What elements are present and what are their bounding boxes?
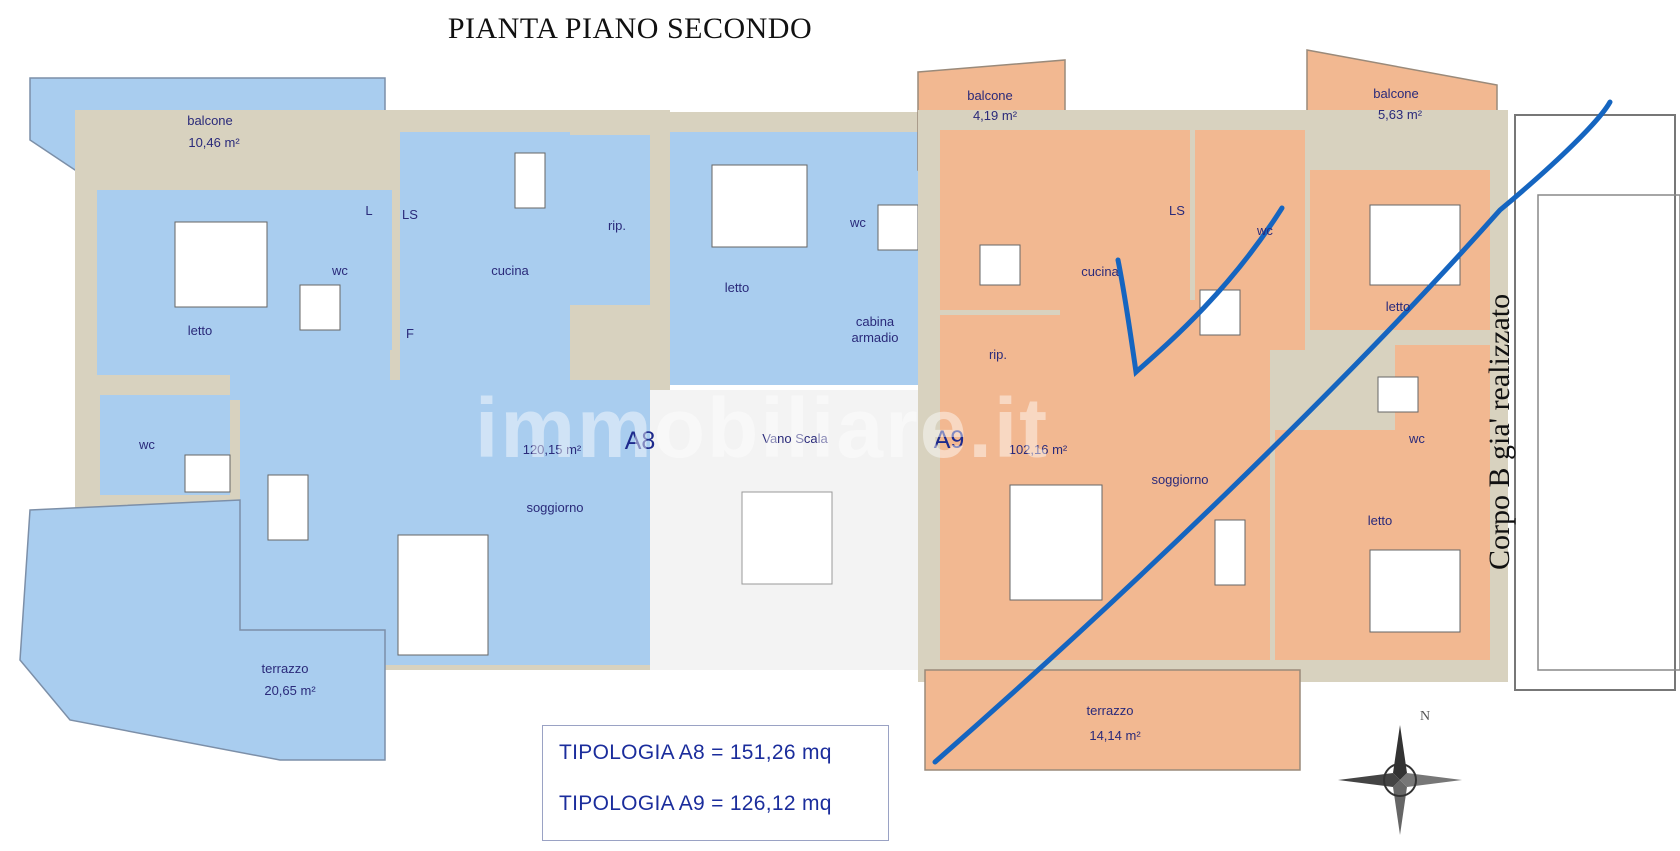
- room-labels: balcone 10,46 m² wc letto cucina rip. le…: [138, 86, 1425, 743]
- a9-terrazzo-area: [924, 669, 1301, 771]
- label-vano-scala: Vano Scala: [762, 431, 828, 446]
- label-ls2: LS: [1169, 203, 1185, 218]
- watermark: immobiliare.it: [475, 381, 1050, 475]
- a9-bed2-icon: [1369, 549, 1461, 633]
- a8-table1-icon: [267, 474, 309, 541]
- a8-top-wall: [385, 112, 925, 132]
- label-a9-letto1: letto: [1386, 299, 1411, 314]
- legend-line-a8: TIPOLOGIA A8 = 151,26 mq: [559, 741, 832, 764]
- label-a8-wc3: wc: [849, 215, 866, 230]
- a9-cucina-room: [940, 130, 1190, 310]
- unit-a9: [917, 49, 1508, 771]
- label-unit-a9: A9: [934, 426, 965, 454]
- pen-cross-line: [932, 99, 1613, 765]
- label-a9-rip: rip.: [989, 347, 1007, 362]
- label-a9-wc1: wc: [1256, 223, 1273, 238]
- label-a8-balcone: balcone: [187, 113, 233, 128]
- plan-title: PIANTA PIANO SECONDO: [447, 12, 813, 45]
- stairwell: [650, 390, 930, 670]
- a9-shower2-icon: [1377, 376, 1419, 413]
- corpo-b-label: Corpo B gia' realizzato: [1483, 293, 1516, 570]
- a8-shower2-icon: [184, 454, 231, 493]
- corpo-b-outline: [1514, 114, 1676, 691]
- label-a9-terrazzo-area: 14,14 m²: [1089, 728, 1141, 743]
- a9-sofa-icon: [1009, 484, 1103, 601]
- label-a8-wc1: wc: [331, 263, 348, 278]
- label-a8-balcone-area: 10,46 m²: [188, 135, 240, 150]
- label-a9-balcone2-area: 5,63 m²: [1378, 107, 1423, 122]
- label-a9-wc2: wc: [1408, 431, 1425, 446]
- label-a9-balcone2: balcone: [1373, 86, 1419, 101]
- label-a8-wc2: wc: [138, 437, 155, 452]
- compass-north-label: N: [1420, 709, 1430, 724]
- a9-table1-icon: [979, 244, 1021, 286]
- label-a9-terrazzo: terrazzo: [1087, 703, 1134, 718]
- compass-rose-icon: N: [1338, 709, 1462, 835]
- label-a8-terrazzo-area: 20,65 m²: [264, 683, 316, 698]
- a9-shower1-icon: [1199, 289, 1241, 336]
- a9-table2-icon: [1214, 519, 1246, 586]
- a8-cabina-room: [835, 255, 920, 385]
- pen-check-mark: [1115, 205, 1285, 377]
- label-a9-cucina: cucina: [1081, 264, 1119, 279]
- label-a8-cabina: cabina: [856, 314, 895, 329]
- legend-box: TIPOLOGIA A8 = 151,26 mq TIPOLOGIA A9 = …: [542, 725, 889, 841]
- label-a9-balcone1-area: 4,19 m²: [973, 108, 1018, 123]
- label-a9-balcone1: balcone: [967, 88, 1013, 103]
- label-a8-cucina: cucina: [491, 263, 529, 278]
- a8-shower1-icon: [299, 284, 341, 331]
- label-a8-soggiorno: soggiorno: [526, 500, 583, 515]
- corpo-b-inner: [1537, 194, 1680, 671]
- a8-sofa-icon: [397, 534, 489, 656]
- label-a8-rip: rip.: [608, 218, 626, 233]
- label-a9-area: 102,16 m²: [1009, 442, 1068, 457]
- a9-bed1-icon: [1369, 204, 1461, 286]
- label-a8-terrazzo: terrazzo: [262, 661, 309, 676]
- unit-a8: [19, 77, 925, 761]
- a8-right-wall: [650, 110, 670, 390]
- label-a8-area: 120,15 m²: [523, 442, 582, 457]
- label-unit-a8: A8: [625, 427, 656, 455]
- label-a9-letto2: letto: [1368, 513, 1393, 528]
- label-a8-letto2: letto: [725, 280, 750, 295]
- label-a8-letto1: letto: [188, 323, 213, 338]
- a8-terrazzo-area: [19, 499, 386, 761]
- a9-rip-room: [940, 315, 1060, 395]
- a8-shower3-icon: [877, 204, 919, 251]
- label-ls1: LS: [402, 207, 418, 222]
- elevator-icon: [741, 491, 833, 585]
- label-frigo: F: [406, 326, 414, 341]
- label-a8-armadio: armadio: [852, 330, 899, 345]
- label-lav: L: [365, 203, 372, 218]
- a8-bed2-icon: [711, 164, 808, 248]
- a8-bed1-icon: [174, 221, 268, 308]
- a8-rip-room: [570, 135, 660, 305]
- label-a9-soggiorno: soggiorno: [1151, 472, 1208, 487]
- legend-line-a9: TIPOLOGIA A9 = 126,12 mq: [559, 792, 832, 815]
- a8-table2-icon: [514, 152, 546, 209]
